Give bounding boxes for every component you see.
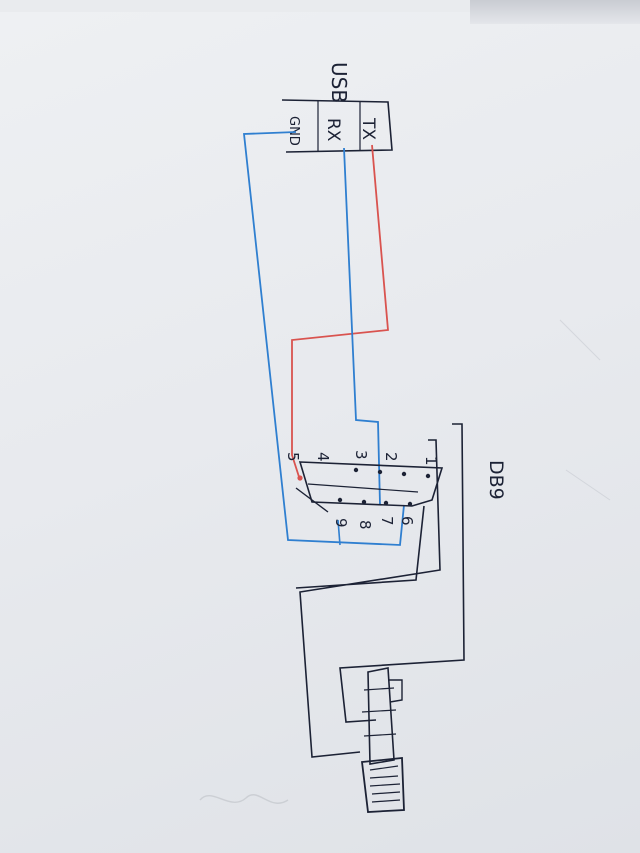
- paper-sheet: [0, 12, 640, 853]
- db9-pin-1: 1: [422, 456, 440, 466]
- rx-wire: [343, 147, 381, 506]
- db9-pin-4: 4: [314, 452, 332, 462]
- db9-label: DB9: [485, 460, 507, 500]
- db9-pin-5: 5: [284, 452, 302, 462]
- tx-wire: [291, 144, 389, 481]
- usb-connector: [281, 99, 393, 153]
- plug-connector: [360, 667, 405, 813]
- usb-pin-rx: RX: [323, 118, 343, 142]
- db9-pin-7: 7: [378, 516, 396, 526]
- background-edge: [470, 0, 640, 24]
- gnd-wire: [243, 131, 405, 546]
- db9-connector: [295, 461, 444, 513]
- usb-label: USB: [327, 62, 351, 103]
- usb-pin-tx: TX: [358, 117, 378, 140]
- usb-pin-gnd: GND: [286, 116, 301, 146]
- db9-pin-2: 2: [382, 452, 400, 462]
- db9-pin-8: 8: [356, 520, 374, 530]
- db9-cable: [295, 423, 465, 758]
- db9-pin-9: 9: [332, 518, 350, 528]
- db9-pin-6: 6: [398, 516, 416, 526]
- bleed-through-marks: [199, 319, 611, 804]
- db9-pin-3: 3: [352, 450, 370, 460]
